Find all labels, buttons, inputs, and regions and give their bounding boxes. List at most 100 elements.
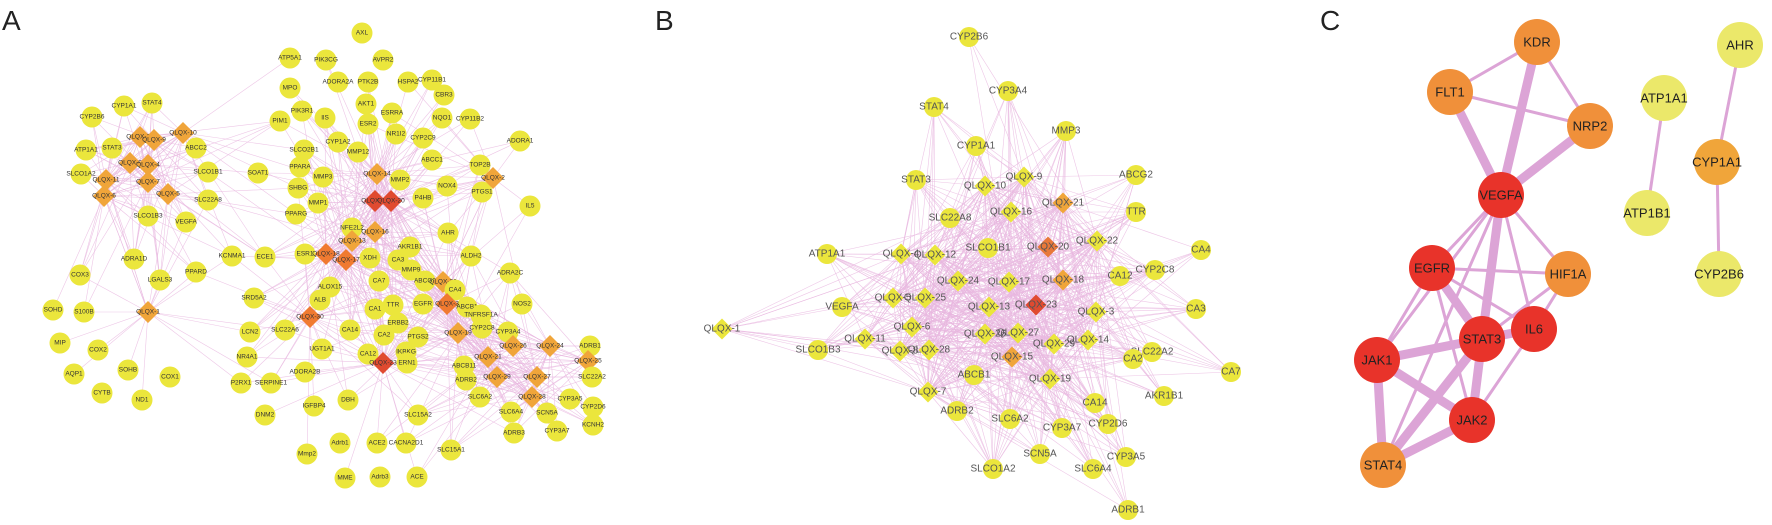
node-label: QLQX-20	[1027, 242, 1070, 253]
node-shape	[1007, 322, 1029, 344]
edge	[928, 349, 1051, 380]
node-label: SLC22A8	[929, 213, 972, 224]
node-qlqx-21: QLQX-21	[474, 345, 502, 369]
edge	[927, 246, 1049, 393]
node-label: ATP1A1	[1640, 91, 1687, 106]
node-label: AHR	[1726, 38, 1753, 53]
node-ca4: CA4	[1191, 240, 1211, 260]
node-label: ESR1	[297, 251, 314, 258]
edge	[1095, 311, 1232, 373]
node-label: QLQX-20	[377, 198, 405, 205]
edge	[246, 253, 327, 358]
node-label: SRD5A2	[241, 295, 267, 302]
edge	[864, 246, 1049, 340]
edge	[1010, 130, 1067, 213]
node-shape	[1126, 165, 1146, 185]
node-label: PIK3CG	[314, 57, 338, 64]
node-shape	[254, 246, 276, 268]
node-shape	[314, 107, 336, 129]
edge	[105, 102, 153, 181]
node-label: ADRA2C	[497, 270, 524, 277]
edge	[1010, 211, 1049, 248]
node-label: ABCG2	[1119, 170, 1153, 181]
edge	[1053, 269, 1156, 345]
node-label: ABCB11	[452, 363, 477, 370]
node-shape	[293, 139, 315, 161]
edge	[1009, 343, 1055, 420]
node-label: QLQX-17	[988, 277, 1031, 288]
edge	[1023, 174, 1137, 178]
node-qlqx-6: QLQX-6	[92, 184, 116, 208]
node-label: IL6	[1525, 322, 1543, 337]
edge	[1008, 281, 1055, 345]
node-shape	[363, 189, 387, 213]
node-shape	[1154, 386, 1174, 406]
node-cyp1a1: CYP1A1	[1692, 139, 1742, 185]
node-label: MPO	[283, 85, 298, 92]
node-label: ACE2	[369, 440, 386, 447]
edge	[1053, 311, 1097, 345]
node-shape	[382, 294, 404, 316]
node-label: AHR	[441, 230, 455, 237]
node-label: PIK3R1	[291, 108, 314, 115]
node-shape	[337, 389, 359, 411]
edge	[1023, 176, 1097, 313]
node-adora1: ADORA1	[507, 130, 534, 152]
node-shape	[142, 128, 166, 152]
node-label: AKT1	[358, 101, 375, 108]
node-label: CYP2C8	[469, 325, 495, 332]
node-shape	[1221, 362, 1241, 382]
edge	[207, 171, 327, 255]
edge	[1087, 308, 1197, 341]
node-label: CA4	[449, 287, 462, 294]
edge	[988, 211, 1137, 308]
edge	[911, 306, 990, 328]
node-shape	[136, 300, 160, 324]
edge	[992, 211, 1012, 470]
node-label: AXL	[356, 30, 369, 37]
node-shape	[414, 270, 436, 292]
edge	[299, 166, 376, 233]
node-shape	[334, 467, 356, 489]
node-label: QLQX-21	[474, 354, 502, 361]
node-vegfa: VEGFA	[825, 297, 859, 317]
node-qlqx-21: QLQX-21	[1042, 192, 1085, 214]
node-label: CYP1A1	[957, 141, 996, 152]
edge	[924, 176, 1025, 299]
node-label: QLQX-15	[991, 352, 1034, 363]
edge	[457, 332, 533, 398]
edge	[1049, 249, 1202, 380]
node-label: QLQX-26	[964, 329, 1007, 340]
edge	[984, 185, 1098, 242]
node-label: QLQX-5	[875, 293, 912, 304]
edge	[899, 179, 917, 352]
node-label: ABCC2	[185, 145, 207, 152]
node-label: IlS	[321, 115, 329, 122]
node-label: SLCO1A2	[970, 464, 1015, 475]
edge	[306, 316, 311, 455]
edge	[417, 345, 551, 416]
edge	[927, 279, 1064, 393]
edge	[1011, 356, 1109, 425]
node-label: ADRB3	[503, 430, 525, 437]
node-label: CYP1A1	[112, 103, 137, 110]
node-abcc1: ABCC1	[421, 149, 443, 171]
edge	[956, 378, 1051, 412]
node-label: CA2	[1123, 354, 1143, 365]
edge	[399, 179, 444, 283]
node-shape	[368, 270, 390, 292]
edge-vegfa-stat4	[1381, 193, 1503, 467]
edge	[1017, 275, 1121, 334]
node-ern1: ERN1	[396, 352, 418, 374]
node-qlqx-3: QLQX-3	[1078, 301, 1115, 323]
node-shape	[294, 361, 316, 383]
node-label: STAT3	[102, 145, 122, 152]
node-shape	[582, 396, 604, 418]
node-dnm2: DNM2	[254, 404, 276, 426]
node-qlqx-18: QLQX-18	[1042, 269, 1085, 291]
node-nox4: NOX4	[436, 175, 458, 197]
node-esr1: ESR1	[294, 243, 316, 265]
edge	[924, 130, 1067, 299]
edge	[992, 378, 1051, 470]
node-nrp2: NRP2	[1567, 103, 1613, 149]
